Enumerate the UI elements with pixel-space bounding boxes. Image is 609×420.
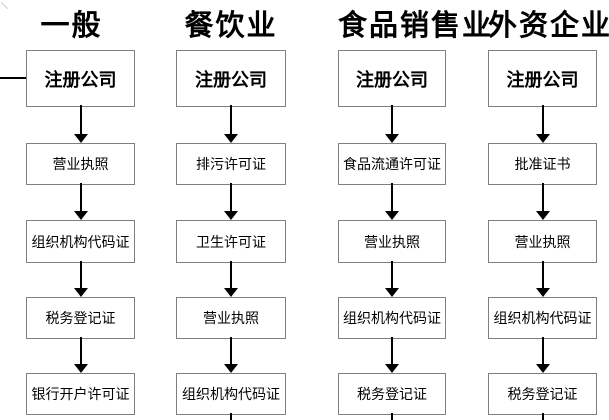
continuation-line (541, 413, 544, 420)
flow-step-box: 食品流通许可证 (338, 143, 446, 185)
down-arrow-icon (224, 337, 238, 373)
column-header: 食品销售业 (338, 10, 494, 42)
flow-step-box: 税务登记证 (488, 373, 597, 415)
column-header: 一般 (40, 10, 103, 42)
down-arrow-icon (385, 183, 399, 220)
down-arrow-icon (73, 337, 88, 373)
down-arrow-icon (385, 261, 399, 297)
flow-step-box: 营业执照 (176, 297, 286, 339)
flow-step-box: 银行开户许可证 (26, 373, 135, 415)
flow-step-box: 注册公司 (488, 50, 597, 107)
flow-step-box: 税务登记证 (26, 297, 135, 339)
column-header: 外资企业 (488, 10, 609, 42)
down-arrow-icon (535, 183, 550, 220)
down-arrow-icon (224, 183, 238, 220)
down-arrow-icon (73, 183, 88, 220)
down-arrow-icon (535, 105, 550, 143)
flow-step-box: 组织机构代码证 (488, 297, 597, 339)
flow-step-box: 组织机构代码证 (26, 220, 135, 263)
flow-step-box: 批准证书 (488, 143, 597, 185)
down-arrow-icon (224, 261, 238, 297)
flow-step-box: 排污许可证 (176, 143, 286, 185)
down-arrow-icon (535, 337, 550, 373)
flow-step-box: 营业执照 (488, 220, 597, 263)
continuation-line (230, 413, 232, 420)
flow-column-food-sales: 食品销售业 注册公司 食品流通许可证 营业执照 组织机构代码证 税务登记证 (338, 0, 494, 420)
down-arrow-icon (73, 261, 88, 297)
flow-step-box: 注册公司 (26, 50, 135, 107)
flow-step-box: 注册公司 (338, 50, 446, 107)
flow-step-box: 税务登记证 (338, 373, 446, 415)
flow-column-catering: 餐饮业 注册公司 排污许可证 卫生许可证 营业执照 组织机构代码证 (176, 0, 286, 420)
flow-step-box: 营业执照 (338, 220, 446, 263)
down-arrow-icon (224, 105, 238, 143)
cut-off-line-fragment (0, 1, 9, 10)
down-arrow-icon (73, 105, 88, 143)
flow-step-box: 组织机构代码证 (176, 373, 286, 415)
down-arrow-icon (535, 261, 550, 297)
flow-step-box: 组织机构代码证 (338, 297, 446, 339)
column-header: 餐饮业 (184, 10, 278, 42)
flow-column-foreign-enterprise: 外资企业 注册公司 批准证书 营业执照 组织机构代码证 税务登记证 (488, 0, 609, 420)
down-arrow-icon (385, 105, 399, 143)
flow-step-box: 卫生许可证 (176, 220, 286, 263)
flow-step-box: 营业执照 (26, 143, 135, 185)
flow-step-box: 注册公司 (176, 50, 286, 107)
down-arrow-icon (385, 337, 399, 373)
continuation-line (391, 413, 393, 420)
flow-column-general: 一般 注册公司 营业执照 组织机构代码证 税务登记证 银行开户许可证 (26, 0, 135, 420)
left-connector-line (0, 77, 26, 79)
